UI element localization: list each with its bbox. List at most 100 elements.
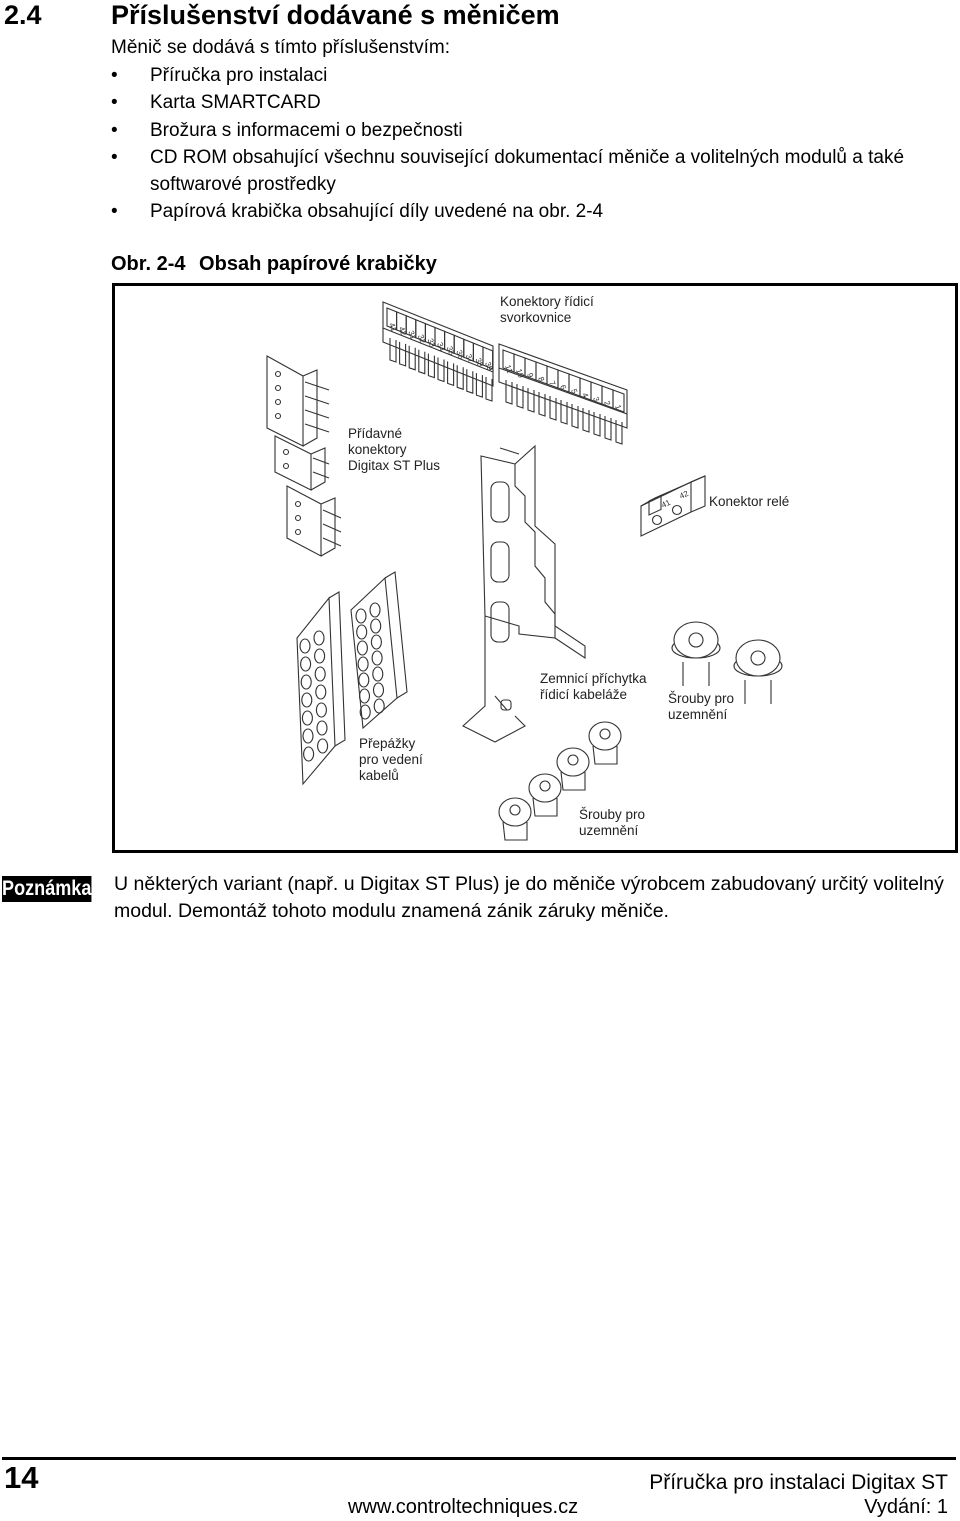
partition-hole (371, 650, 383, 666)
label-grounding-screws-lower: Šrouby pro uzemnění (579, 807, 646, 838)
terminal-slot (612, 389, 625, 413)
terminal-number-label: 5 (569, 388, 579, 396)
partition-hole (313, 630, 325, 646)
footer-divider (2, 1457, 956, 1460)
label-control-terminals: Konektory řídicí svorkovnice (500, 294, 594, 325)
figure-caption: Obr. 2-4 Obsah papírové krabičky (111, 253, 437, 276)
terminal-number-label: 41 (387, 322, 399, 334)
terminal-number-label: 36 (454, 349, 466, 361)
terminal-pin (593, 412, 601, 437)
terminal-number-label: 9 (525, 372, 535, 380)
partition-hole (359, 704, 371, 720)
terminal-number-label: 1 (613, 404, 623, 412)
partition-hole (303, 746, 315, 762)
terminal-pin (408, 345, 416, 371)
control-terminal-block-right (498, 343, 628, 445)
bullet-marker: • (111, 65, 118, 86)
list-item: • Papírová krabička obsahující díly uvede… (111, 198, 956, 225)
terminal-pin (582, 408, 590, 433)
bullet-marker: • (111, 92, 118, 114)
accessory-list: •Příručka pro instalaci •Karta SMARTCARD… (111, 62, 956, 226)
partition-hole (358, 688, 371, 704)
list-item-text: Příručka pro instalaci (150, 65, 328, 86)
figure-number: Obr. 2-4 (111, 253, 186, 275)
figure-title: Obsah papírové krabičky (199, 253, 437, 275)
grounding-screw (528, 773, 562, 817)
partition-hole (356, 640, 368, 656)
terminal-number-label: 39 (483, 361, 495, 373)
partition-hole (317, 738, 329, 754)
terminal-pin (418, 349, 426, 375)
terminal-number-label: 38 (474, 357, 486, 369)
bullet-marker: • (111, 119, 118, 141)
partition-hole (300, 656, 312, 672)
section-title: Příslušenství dodávané s měničem (111, 0, 560, 30)
terminal-number-label: 8 (536, 376, 546, 384)
terminal-number-label: 2 (602, 400, 612, 408)
control-terminal-block-left (382, 301, 494, 402)
extra-connector-top (266, 355, 330, 447)
extra-connector-middle (274, 435, 330, 491)
grounding-screw (556, 747, 590, 791)
grounding-screw (671, 621, 721, 686)
list-item-text: Papírová krabička obsahující díly uveden… (150, 201, 604, 223)
partition-hole (300, 674, 312, 690)
edition-label: Vydání: 1 (864, 1496, 948, 1518)
partition-hole (370, 634, 382, 650)
terminal-number-label: 35 (445, 345, 457, 357)
partition-hole (372, 666, 384, 682)
bullet-marker: • (111, 201, 118, 223)
terminal-pin (571, 404, 579, 429)
terminal-number-label: 7 (547, 380, 557, 388)
grounding-clamp (462, 444, 586, 743)
partition-hole (302, 728, 314, 744)
partition-hole (355, 608, 367, 624)
terminal-pin (427, 353, 435, 379)
grounding-screw (588, 721, 622, 765)
partition-hole (315, 702, 327, 718)
partition-hole (370, 618, 382, 634)
terminal-pin (389, 338, 397, 363)
partition-hole (299, 638, 311, 654)
terminal-number-label: 34 (435, 341, 447, 353)
partition-hole (314, 648, 326, 664)
partition-hole (301, 692, 313, 708)
label-relay-connector: Konektor relé (709, 494, 790, 509)
terminal-pin (475, 373, 483, 398)
note-badge: Poznámka (2, 876, 92, 902)
terminal-number-label: 32 (416, 333, 428, 345)
terminal-pin (516, 384, 524, 409)
partition-hole (369, 602, 381, 618)
terminal-number-label: 31 (406, 329, 418, 341)
terminal-pin (527, 388, 535, 413)
website-link[interactable]: www.controltechniques.cz (348, 1496, 579, 1518)
page-number: 14 (4, 1460, 39, 1495)
label-cable-partitions: Přepážky pro vedení kabelů (359, 736, 423, 783)
relay-number-label: 41 (660, 498, 672, 510)
terminal-pin (447, 361, 455, 387)
terminal-pin (437, 357, 445, 383)
terminal-slot (482, 346, 494, 370)
label-grounding-clamp: Zemnicí příchytka řídicí kabeláže (540, 671, 647, 702)
terminal-pin (399, 341, 407, 367)
section-number: 2.4 (4, 0, 42, 30)
partition-hole (301, 710, 313, 726)
relay-number-label: 42 (678, 489, 690, 501)
terminal-number-label: 42 (397, 326, 409, 338)
list-item: •Brožura s informacemi o bezpečnosti (111, 117, 956, 144)
terminal-number-label: 3 (591, 396, 601, 404)
partition-hole (373, 698, 385, 714)
terminal-pin (456, 365, 464, 391)
bullet-marker: • (111, 146, 118, 168)
terminal-number-label: 4 (580, 392, 590, 400)
terminal-pin (549, 396, 557, 421)
list-item-text: CD ROM obsahující všechnu související do… (150, 146, 905, 196)
partition-hole (357, 656, 369, 672)
extra-connector-bottom (286, 485, 342, 557)
terminal-number-label: 33 (426, 337, 438, 349)
grounding-screw (498, 797, 532, 841)
terminal-number-label: 11 (503, 364, 514, 375)
partition-hole (315, 684, 327, 700)
